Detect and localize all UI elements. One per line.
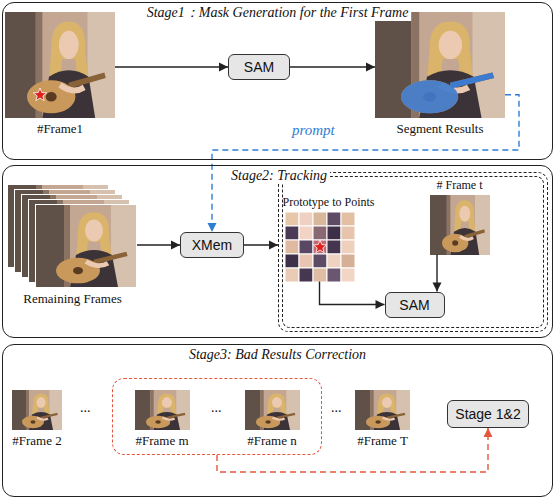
- grid-cell: [327, 268, 341, 282]
- arrow-head: [433, 283, 442, 292]
- grid-cell: [341, 254, 355, 268]
- arrow-head: [219, 63, 228, 72]
- grid-cell: [313, 240, 327, 254]
- connector: [208, 95, 520, 232]
- sam-box: SAM: [228, 54, 290, 80]
- segment-photo: [375, 12, 505, 118]
- correction-group: #Frame m #Frame n: [112, 378, 322, 455]
- ellipsis-label: ...: [80, 400, 91, 416]
- frame-image: #Frame1: [5, 12, 115, 118]
- stage-title: Stage2: Tracking: [228, 167, 330, 184]
- frame-photo: [12, 390, 62, 430]
- connector-line: [320, 282, 385, 305]
- connector-line: [217, 428, 488, 472]
- frame-label: Remaining Frames: [23, 291, 122, 306]
- point-star: [313, 240, 326, 253]
- grid-cell: [341, 212, 355, 226]
- sam-box: SAM: [385, 292, 445, 318]
- arrow-head: [484, 428, 493, 437]
- frame-label: Segment Results: [396, 121, 483, 136]
- grid-cell: [299, 240, 313, 254]
- stage-title: Stage1：Mask Generation for the First Fra…: [144, 4, 412, 21]
- arrow-head: [269, 241, 278, 250]
- frame-stack: Remaining Frames: [8, 185, 137, 288]
- frame-label: Prototype to Points: [283, 195, 375, 210]
- grid-cell: [285, 240, 299, 254]
- box-label: Stage 1&2: [455, 406, 520, 422]
- box-label: SAM: [244, 59, 274, 75]
- frame-image: #Frame m: [135, 390, 190, 430]
- prototype-grid: Prototype to Points: [285, 212, 355, 282]
- stage-title: Stage3: Bad Results Correction: [186, 346, 369, 363]
- grid-cell: [327, 254, 341, 268]
- frame-label: # Frame t: [437, 178, 483, 193]
- connector: [244, 241, 278, 250]
- grid-cell: [327, 240, 341, 254]
- grid-cell: [299, 212, 313, 226]
- frame-photo: [245, 390, 300, 430]
- connector: [137, 241, 180, 250]
- frame-photo: [5, 12, 115, 118]
- grid-cell: [313, 268, 327, 282]
- grid-cell: [341, 240, 355, 254]
- grid-cell: [299, 254, 313, 268]
- grid-cell: [285, 212, 299, 226]
- stage-panel: Stage1：Mask Generation for the First Fra…: [2, 2, 553, 160]
- grid-cell: [327, 212, 341, 226]
- arrow-head: [376, 300, 385, 309]
- ellipsis-label: ...: [331, 400, 342, 416]
- arrow-head: [171, 241, 180, 250]
- frame-photo: [355, 390, 410, 430]
- frame-label: #Frame1: [37, 121, 83, 136]
- grid-cell: [299, 268, 313, 282]
- arrow-head: [208, 223, 217, 232]
- frame-image: # Frame t: [430, 195, 490, 255]
- prompt-star: [33, 88, 46, 101]
- grid-cell: [341, 268, 355, 282]
- frame-label: #Frame T: [357, 433, 408, 448]
- xmem-box: XMem: [180, 232, 244, 258]
- frame-label: #Frame 2: [12, 433, 61, 448]
- stage-panel: Stage2: TrackingRemaining FramesXMemProt…: [2, 165, 553, 338]
- connector-line: [212, 95, 519, 232]
- box-label: XMem: [192, 237, 232, 253]
- frame-label: #Frame n: [247, 433, 296, 448]
- edge-label: prompt: [290, 122, 337, 139]
- frame-image: #Frame 2: [12, 390, 62, 430]
- connector: [290, 63, 375, 72]
- connector-line: [290, 66, 375, 67]
- tracking-group: Prototype to Points # Frame t SAM: [278, 172, 548, 332]
- grid-cell: [313, 212, 327, 226]
- grid-cell: [327, 226, 341, 240]
- box-label: SAM: [399, 297, 429, 313]
- connector-line: [115, 66, 228, 67]
- grid-cell: [313, 226, 327, 240]
- frame-photo: [430, 195, 490, 255]
- frame-photo: [36, 205, 136, 287]
- frame-image: #Frame n: [245, 390, 300, 430]
- frame-label: #Frame m: [135, 433, 188, 448]
- frame-stack: [7, 184, 137, 288]
- grid-cell: [285, 268, 299, 282]
- grid-cell: [285, 226, 299, 240]
- connector: [115, 63, 228, 72]
- connector: [433, 255, 442, 292]
- segment-image: Segment Results: [375, 12, 505, 118]
- connector: [217, 428, 493, 472]
- connector: [320, 282, 385, 310]
- stage-box: Stage 1&2: [447, 400, 529, 428]
- frame-photo: [135, 390, 190, 430]
- grid-cell: [285, 254, 299, 268]
- prototype-grid: [285, 212, 355, 282]
- grid-cell: [341, 226, 355, 240]
- grid-cell: [299, 226, 313, 240]
- arrow-head: [366, 63, 375, 72]
- grid-cell: [313, 254, 327, 268]
- ellipsis-label: ...: [211, 400, 222, 416]
- frame-image: #Frame T: [355, 390, 410, 430]
- stage-panel: Stage3: Bad Results Correction #Frame 2 #F…: [2, 344, 553, 497]
- frame-border: [35, 204, 137, 288]
